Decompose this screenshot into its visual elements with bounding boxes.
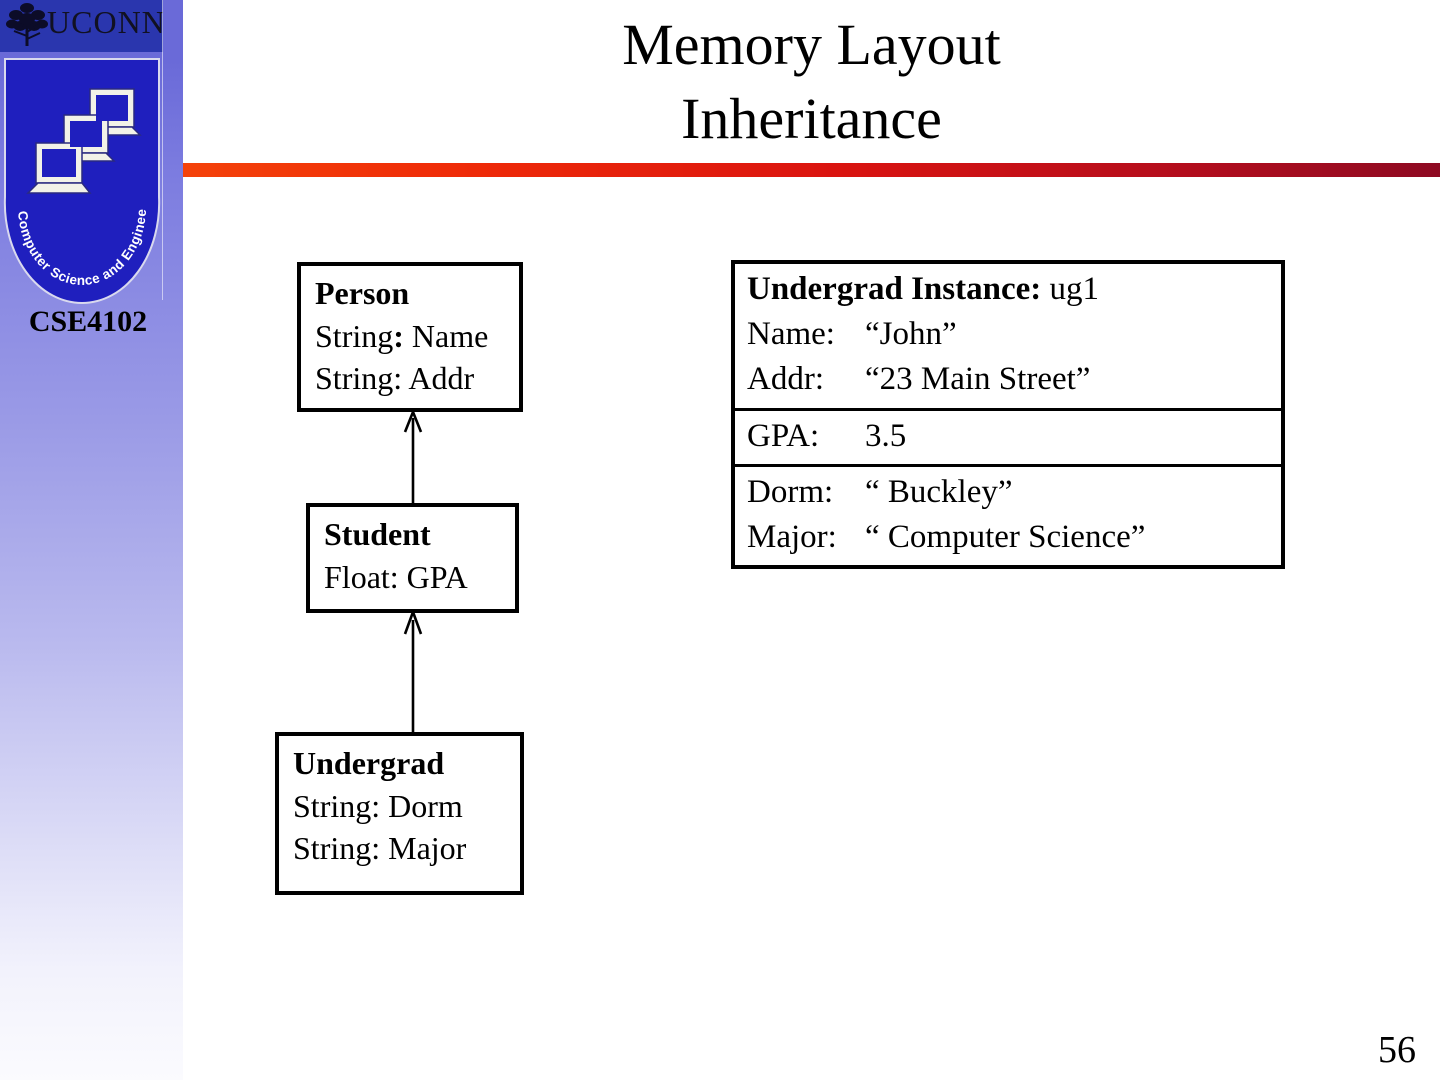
instance-row: GPA: 3.5	[747, 414, 1281, 459]
class-attribute: String: Dorm	[293, 787, 463, 824]
instance-row-value: “ Computer Science”	[865, 519, 1146, 556]
inheritance-arrow-student-to-person	[403, 411, 423, 506]
class-attribute: String: Addr	[315, 360, 475, 397]
title-line-1: Memory Layout	[622, 12, 1001, 77]
class-attribute: String: Major	[293, 830, 467, 867]
instance-row-value: “ Buckley”	[865, 473, 1013, 510]
instance-row-value: “23 Main Street”	[865, 361, 1091, 398]
class-attribute: Float: GPA	[324, 558, 468, 595]
instance-row-key: GPA:	[747, 417, 820, 454]
course-code-label: CSE4102	[28, 305, 148, 338]
class-name: Student	[324, 516, 431, 552]
slide-number: 56	[1378, 1029, 1416, 1071]
inheritance-arrow-undergrad-to-student	[403, 611, 423, 734]
class-box-student: Student Float: GPA	[306, 503, 519, 613]
instance-row-key: Addr:	[747, 361, 824, 398]
class-attribute: String: Name	[315, 317, 489, 354]
class-name: Person	[315, 275, 410, 311]
instance-row: Name: “John”	[747, 312, 1281, 357]
cse-shield-logo: Computer Science and Engineering	[2, 57, 161, 305]
instance-row: Major: “ Computer Science”	[747, 515, 1281, 560]
page-title: Memory Layout Inheritance	[183, 8, 1440, 156]
instance-table: Undergrad Instance: ug1 Name: “John” Addr…	[731, 260, 1285, 570]
class-box-person: Person String: Name String: Addr	[297, 262, 523, 412]
instance-heading-value: ug1	[1049, 271, 1100, 307]
instance-row: Dorm: “ Buckley”	[747, 470, 1281, 515]
instance-row-value: “John”	[865, 316, 957, 353]
instance-heading-label: Undergrad Instance:	[747, 271, 1042, 307]
title-line-2: Inheritance	[681, 86, 942, 152]
class-name: Undergrad	[293, 745, 445, 781]
sidebar: UCONN	[0, 0, 183, 1080]
instance-section-undergrad: Dorm: “ Buckley” Major: “ Computer Science…	[735, 463, 1281, 565]
instance-heading: Undergrad Instance: ug1	[747, 267, 1281, 312]
oak-tree-icon	[6, 3, 48, 46]
instance-section-student: GPA: 3.5	[735, 407, 1281, 464]
sidebar-divider	[162, 0, 163, 300]
instance-row: Addr: “23 Main Street”	[747, 357, 1281, 402]
instance-row-key: Major:	[747, 519, 837, 556]
class-box-undergrad: Undergrad String: Dorm String: Major	[275, 732, 524, 895]
instance-section-person: Undergrad Instance: ug1 Name: “John” Addr…	[735, 264, 1281, 408]
instance-row-key: Name:	[747, 316, 835, 353]
title-rule	[183, 163, 1440, 177]
uconn-wordmark: UCONN	[47, 4, 163, 40]
instance-row-key: Dorm:	[747, 473, 834, 510]
instance-row-value: 3.5	[865, 417, 907, 454]
uconn-banner: UCONN	[0, 0, 163, 52]
